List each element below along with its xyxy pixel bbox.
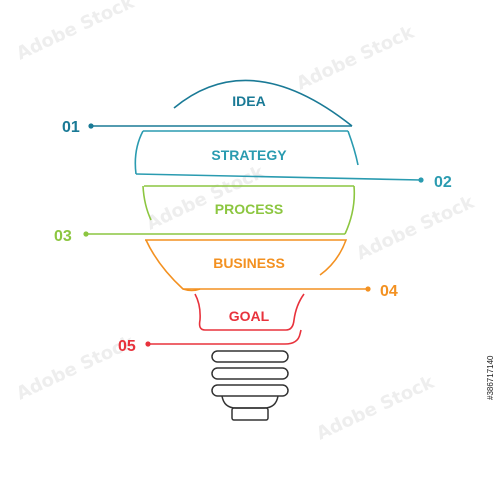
bulb-base: [211, 350, 289, 421]
step-number-01: 01: [62, 119, 80, 136]
stock-id-text: #386717140: [486, 355, 495, 400]
step-number-05: 05: [118, 338, 136, 355]
step-label-process: PROCESS: [215, 201, 283, 217]
step-label-strategy: STRATEGY: [211, 147, 287, 163]
connector-line-05: [148, 329, 302, 345]
base-ring-3: [211, 384, 289, 397]
watermark-text: Adobe Stock: [293, 21, 418, 94]
step-number-04: 04: [380, 283, 398, 300]
step-4: 04 BUSINESS: [145, 239, 398, 300]
step-1: 01 IDEA: [62, 79, 353, 136]
step-5: 05 GOAL: [118, 293, 305, 355]
step-number-03: 03: [54, 228, 72, 245]
step-number-02: 02: [434, 174, 452, 191]
bulb-segment-strategy: [134, 130, 359, 175]
connector-line-02: [135, 173, 422, 181]
watermark-text: Adobe Stock: [353, 191, 478, 264]
connector-dot-01: [88, 123, 94, 129]
watermark-text: Adobe Stock: [143, 161, 268, 234]
base-contact: [231, 407, 269, 421]
base-neck: [221, 395, 279, 409]
step-label-goal: GOAL: [229, 308, 270, 324]
step-3: 03 PROCESS: [54, 185, 356, 245]
bulb-segment-process: [142, 185, 356, 235]
connector-dot-04: [365, 286, 371, 292]
connector-dot-05: [145, 341, 151, 347]
connector-dot-02: [418, 177, 424, 183]
bulb-segment-goal: [194, 293, 305, 331]
bulb-segment-idea: [173, 79, 353, 127]
connector-dot-03: [83, 231, 89, 237]
step-label-business: BUSINESS: [213, 255, 285, 271]
step-label-idea: IDEA: [232, 93, 265, 109]
watermark-text: Adobe Stock: [13, 0, 138, 65]
step-2: 02 STRATEGY: [134, 130, 452, 191]
base-ring-2: [211, 367, 289, 380]
watermark-text: Adobe Stock: [313, 371, 438, 444]
base-ring-1: [211, 350, 289, 363]
watermark: Adobe Stock Adobe Stock Adobe Stock Adob…: [13, 0, 478, 445]
